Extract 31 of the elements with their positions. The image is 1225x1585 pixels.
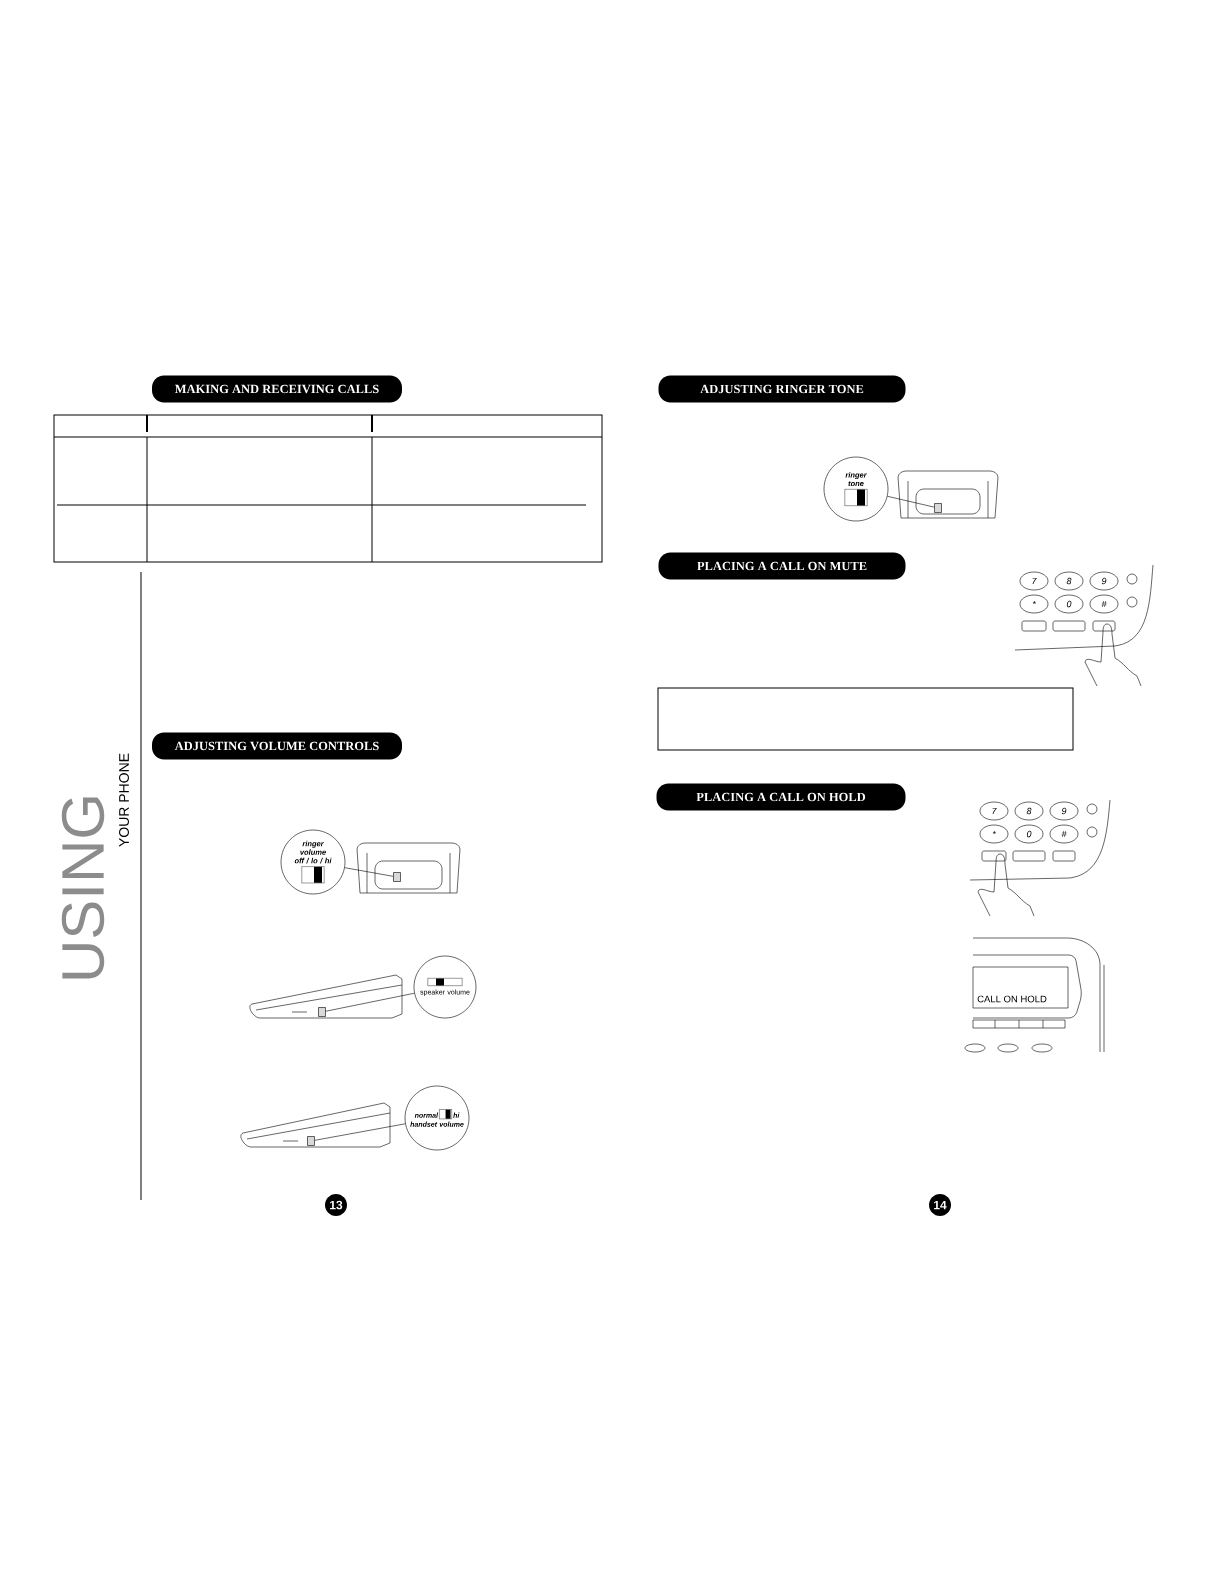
key-label: * [1032, 600, 1036, 605]
section-heading: ADJUSTING RINGER TONE [658, 375, 906, 403]
key-label: 9 [1101, 577, 1107, 585]
display-text: CALL ON HOLD [977, 995, 1047, 1003]
key-label: 8 [1066, 577, 1072, 585]
key-label: 0 [1026, 830, 1032, 838]
switch [393, 872, 401, 882]
note-box [657, 687, 1074, 751]
leader-line [344, 867, 394, 877]
switch [318, 1007, 326, 1017]
leader-line [887, 496, 935, 508]
key-label: # [1061, 830, 1067, 838]
section-heading: ADJUSTING VOLUME CONTROLS [152, 732, 402, 760]
section-heading: PLACING A CALL ON HOLD [656, 783, 906, 811]
key-label: * [992, 830, 996, 835]
key-label: 9 [1061, 807, 1067, 815]
key-label: 7 [992, 807, 997, 815]
key-label: 0 [1066, 600, 1072, 608]
switch [934, 503, 942, 513]
key-label: 7 [1032, 577, 1037, 585]
page-number: 14 [929, 1194, 951, 1216]
page-number: 13 [325, 1194, 347, 1216]
leader-line [314, 1123, 406, 1141]
section-heading: PLACING A CALL ON MUTE [658, 552, 906, 580]
leader-line [325, 992, 415, 1012]
section-heading: MAKING AND RECEIVING CALLS [152, 375, 402, 403]
key-label: 8 [1026, 807, 1032, 815]
side-title: USING [61, 797, 105, 979]
switch [307, 1136, 315, 1146]
side-subtitle: YOUR PHONE [119, 753, 129, 847]
key-label: # [1101, 600, 1107, 608]
